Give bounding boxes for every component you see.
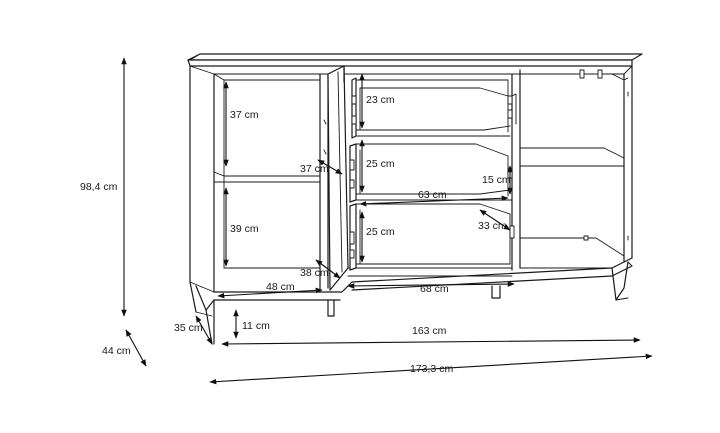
drawer-3-height-label: 25 cm [366, 226, 395, 238]
body-width-dimension-line [221, 337, 641, 347]
drawer-1 [351, 77, 517, 139]
drawer-inner-width-dimension-line [359, 195, 509, 207]
width-total-label: 173,3 cm [410, 363, 453, 375]
left-compartment [213, 65, 349, 293]
total-width-dimension-line [209, 353, 653, 385]
top-plate [187, 53, 643, 75]
depth-body-label: 35 cm [174, 322, 203, 334]
center-width-dimension-line [347, 281, 515, 289]
left-compartment-width-label: 48 cm [266, 281, 295, 293]
depth-dimension-line [125, 329, 147, 367]
shelf-left-bottom-label: 39 cm [230, 223, 259, 235]
width-body-label: 163 cm [412, 325, 447, 337]
shelf-bottom-depth-label: 38 cm [300, 267, 329, 279]
drawer-depth-dimension-line [479, 209, 511, 231]
shelf-left-depth-label: 37 cm [300, 163, 329, 175]
height-total-label: 98,4 cm [80, 181, 118, 193]
drawer-inner-width-label: 63 cm [418, 189, 447, 201]
right-side-panel [623, 65, 633, 263]
left-width-dimension-line [217, 287, 323, 299]
drawer-inner-height-label: 15 cm [482, 174, 511, 186]
dimension-lines [121, 57, 653, 385]
left-shelf-depth-dimension-line [317, 159, 343, 175]
center-width-label: 68 cm [420, 283, 449, 295]
depth-total-label: 44 cm [102, 345, 131, 357]
bottom-depth-dimension-line [315, 259, 341, 279]
drawer-1-height-label: 23 cm [366, 94, 395, 106]
sideboard-drawing [187, 53, 643, 345]
shelf-left-top-label: 37 cm [230, 109, 259, 121]
drawer-2-height-label: 25 cm [366, 158, 395, 170]
body-depth-dimension-line [195, 315, 213, 345]
drawer-inner-depth-label: 33 cm [478, 220, 507, 232]
dimension-labels: 98,4 cm 44 cm 35 cm 11 cm 163 cm 173,3 c… [80, 94, 511, 375]
plinth-height-label: 11 cm [242, 320, 270, 332]
right-compartment [519, 69, 625, 269]
left-side-panel [189, 65, 215, 293]
